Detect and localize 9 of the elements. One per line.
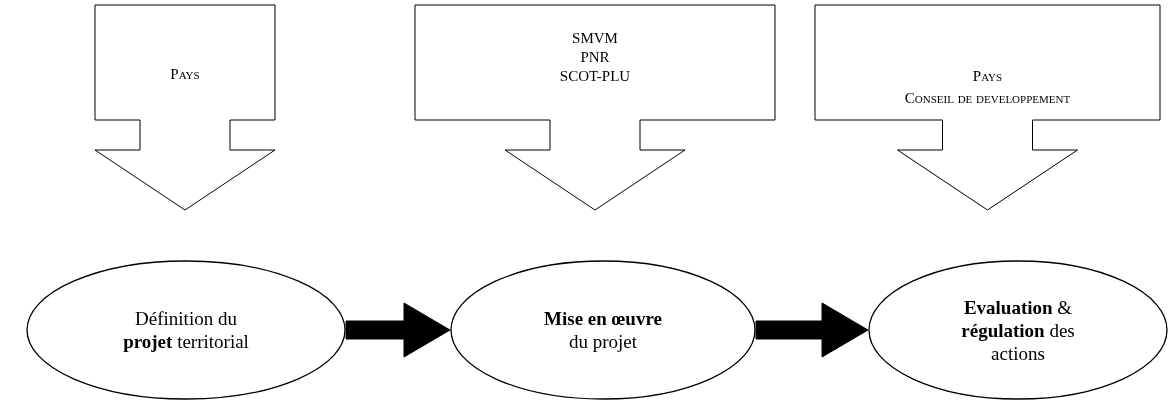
ellipse-text: Mise en œuvre du projet — [543, 307, 663, 353]
ellipse-text: Evaluation & régulation des actions — [960, 295, 1076, 365]
callout-text: Pays — [169, 65, 201, 84]
arrow — [345, 302, 451, 358]
callout-text: Pays — [971, 67, 1004, 86]
callout-text: SMVM PNR SCOT-PLU — [558, 29, 632, 86]
callout-text: Conseil de developpement — [903, 89, 1072, 108]
arrow — [755, 302, 869, 358]
ellipse-text: Définition du projet territorial — [122, 307, 250, 353]
